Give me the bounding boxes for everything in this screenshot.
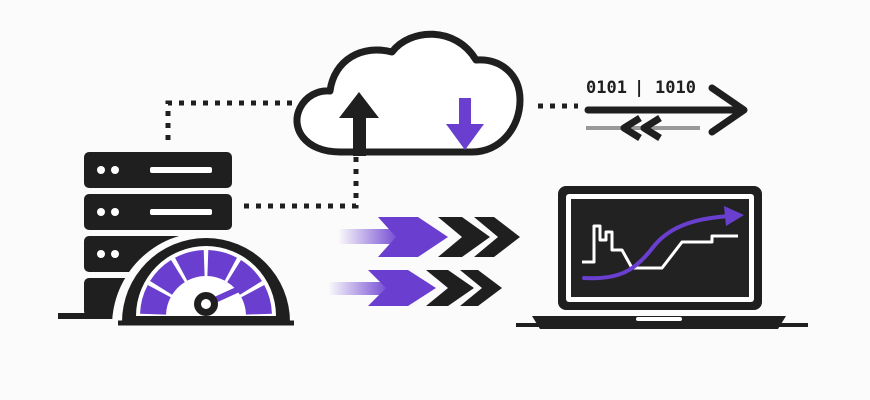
- speed-trail-top: [338, 229, 396, 244]
- dotted-connectors: [165, 100, 578, 209]
- connector-server-bottom-to-cloud: [244, 152, 359, 209]
- chart-purple-trend: [582, 214, 732, 281]
- right-arrow: [584, 84, 748, 136]
- gauge-segment: [150, 260, 185, 295]
- laptop-icon: [516, 186, 808, 329]
- chart-trend-arrowhead: [724, 206, 744, 226]
- left-arrow-chevron-2: [640, 115, 662, 141]
- cloud-outline: [293, 30, 524, 156]
- speed-chevron-bottom-1: [368, 270, 436, 306]
- binary-left-label: 0101: [586, 78, 627, 98]
- fast-forward-chevrons-icon: [328, 217, 520, 306]
- upload-arrow-icon: [339, 92, 379, 156]
- gauge-segment: [207, 250, 237, 281]
- performance-chart-icon: [582, 206, 744, 281]
- connector-server-top-to-cloud: [165, 100, 294, 140]
- binary-separator: |: [634, 78, 644, 98]
- gauge-segment: [227, 260, 262, 295]
- gauge-segment: [175, 250, 205, 281]
- chart-white-line: [582, 224, 738, 270]
- speedometer-icon: [112, 232, 300, 326]
- speed-chevron-top-3: [474, 217, 520, 257]
- gauge-hub-center: [201, 299, 211, 309]
- gauge-scale: [140, 250, 272, 315]
- download-arrow-icon: [446, 98, 484, 150]
- binary-right-label: 1010: [655, 78, 696, 98]
- speed-chevron-bottom-3: [460, 270, 502, 306]
- speed-chevron-top-2: [438, 217, 490, 257]
- cloud-icon: [293, 30, 524, 156]
- left-arrow-chevron-1: [620, 115, 642, 141]
- bidirectional-arrow-icon: 0101 | 1010: [584, 78, 748, 141]
- gauge-segment: [140, 285, 171, 315]
- gauge-segment: [241, 285, 272, 315]
- speed-chevron-top-1: [378, 217, 448, 257]
- laptop-screen: [571, 199, 749, 297]
- speed-trail-bottom: [328, 282, 386, 295]
- laptop-trackpad-notch: [636, 317, 682, 321]
- speed-chevron-bottom-2: [426, 270, 474, 306]
